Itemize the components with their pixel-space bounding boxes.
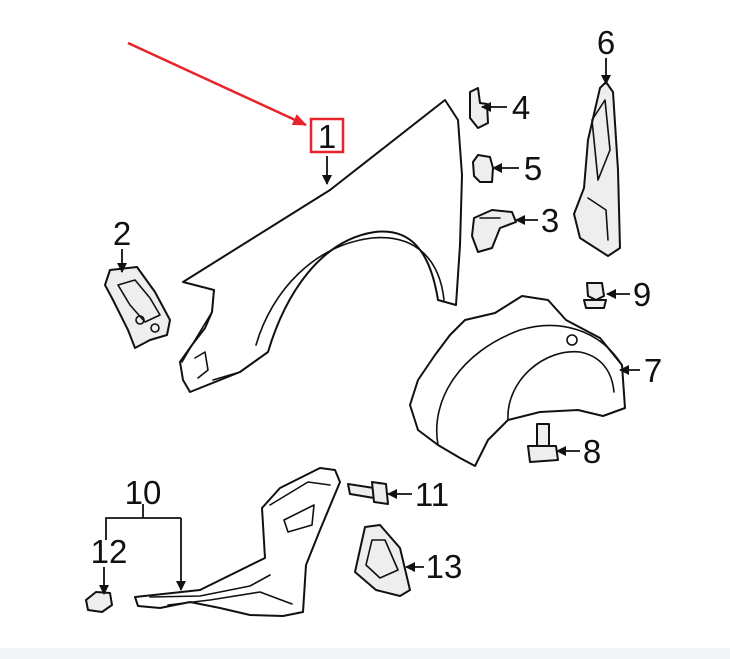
bracket-part[interactable]	[104, 266, 171, 349]
bolt-8-part[interactable]	[527, 423, 559, 463]
callout-11: 11	[415, 476, 449, 513]
splash-shield-part[interactable]	[134, 467, 341, 617]
bottom-strip	[0, 648, 730, 659]
wheel-liner-part[interactable]	[409, 295, 626, 467]
clip-9-part[interactable]	[583, 282, 607, 309]
callout-4: 4	[512, 89, 530, 126]
clip-4-part[interactable]	[469, 87, 489, 129]
fender-part[interactable]	[179, 99, 463, 393]
callout-7: 7	[644, 352, 662, 389]
highlight-arrow	[127, 41, 307, 127]
nut-clip-part[interactable]	[85, 591, 113, 613]
callout-12: 12	[91, 533, 128, 570]
callout-13: 13	[426, 548, 463, 585]
callout-2: 2	[113, 215, 131, 252]
bracket-3-part[interactable]	[471, 209, 517, 253]
callout-1: 1	[318, 118, 336, 155]
callout-8: 8	[583, 433, 601, 470]
cover-plate-part[interactable]	[354, 524, 411, 597]
highlight-box	[309, 117, 345, 154]
callout-5: 5	[524, 150, 542, 187]
side-trim-part[interactable]	[573, 81, 621, 257]
leader-lines	[99, 58, 640, 595]
screw-11-part[interactable]	[347, 481, 389, 505]
callout-10: 10	[125, 474, 162, 511]
callout-9: 9	[633, 276, 651, 313]
clip-5-part[interactable]	[472, 154, 494, 183]
callout-6: 6	[597, 24, 615, 61]
callout-3: 3	[541, 202, 559, 239]
